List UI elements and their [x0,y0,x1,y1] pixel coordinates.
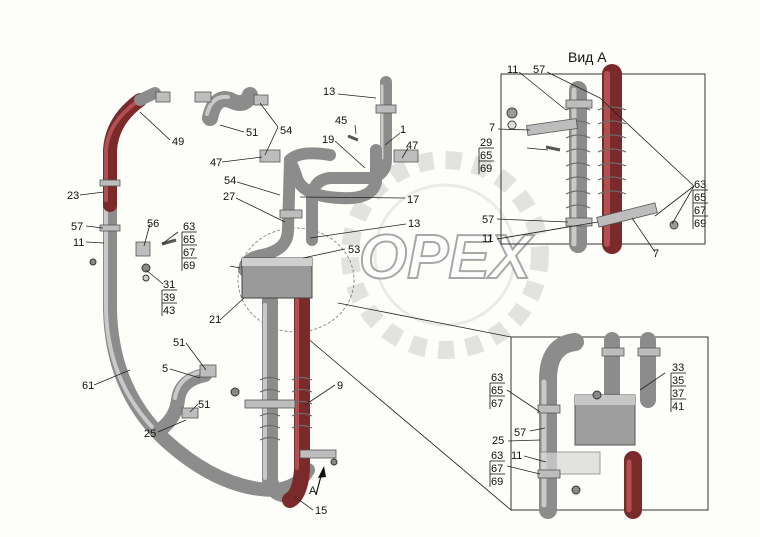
part-label: 27 [223,191,235,203]
stacked-part-label: 67 [694,205,706,217]
view-a-pipes [506,64,679,254]
part-label: 61 [82,380,94,392]
stacked-part-label: 69 [480,163,492,175]
part-label: 56 [147,218,159,230]
part-label: 23 [67,190,79,202]
part-label: 7 [653,248,659,260]
part-label: 54 [224,175,236,187]
view-a-title: Вид А [568,49,607,65]
part-label: 11 [73,237,84,249]
part-label: 47 [210,157,222,169]
part-label: 49 [172,136,184,148]
view-a-arrow [315,466,326,496]
part-label: 57 [482,214,494,226]
part-label: 25 [144,428,156,440]
watermark-text: OPEX [359,223,535,292]
part-label: 21 [209,314,221,326]
stacked-part-label: 35 [672,375,684,387]
stacked-part-label: 65 [694,192,706,204]
stacked-part-label: 39 [163,292,175,304]
part-label: 57 [71,221,83,233]
stacked-part-label: 65 [491,385,503,397]
part-label: 51 [246,127,258,139]
stacked-part-label: 37 [672,388,684,400]
view-a-part-labels: 11 57 7 57 11 7 [482,64,659,260]
detail-part-labels: 25 57 11 [492,427,526,462]
stacked-part-label: 41 [672,401,684,413]
part-label: 1 [400,124,406,136]
stacked-part-label: 63 [694,179,706,191]
part-label: 11 [507,64,518,76]
stacked-part-label: 33 [672,362,684,374]
part-label: 51 [198,399,210,411]
detail-callout-line-bottom [299,331,512,511]
part-label: 47 [406,140,418,152]
stacked-part-label: 29 [480,137,492,149]
part-label: 13 [408,218,420,230]
stacked-part-label: 69 [183,260,195,272]
part-label: 5 [162,363,168,375]
stacked-part-label: 65 [480,150,492,162]
part-label: 17 [407,194,419,206]
stacked-part-label: 67 [491,463,503,475]
stacked-part-label: 43 [163,305,175,317]
part-label: 25 [492,435,504,447]
stacked-part-label: 31 [163,279,175,291]
part-label: 57 [533,64,545,76]
stacked-part-label: 63 [491,450,503,462]
detail-callout-line-top [337,302,512,338]
part-label: 9 [337,380,343,392]
part-label: 11 [482,233,493,245]
main-part-labels: 13 45 1 19 47 47 49 51 54 54 17 27 13 53… [67,86,420,517]
stacked-part-label: 63 [491,372,503,384]
stacked-part-label: 69 [491,476,503,488]
part-label: 19 [322,134,334,146]
part-label: 11 [511,450,522,462]
part-label: 15 [315,505,327,517]
part-label: 51 [173,337,185,349]
part-label: 54 [280,125,292,137]
part-label: 57 [514,427,526,439]
view-a-arrow-label: A [309,485,317,497]
part-label: 45 [335,115,347,127]
detail-pipes [537,332,661,519]
watermark-gear [341,151,549,359]
leader-lines [79,71,695,511]
stacked-part-label: 63 [183,221,195,233]
stacked-part-label: 65 [183,234,195,246]
part-label: 13 [323,86,335,98]
stacked-part-label: 67 [491,398,503,410]
part-label: 53 [348,244,360,256]
main-pipes [89,76,419,508]
stacked-part-label: 69 [694,218,706,230]
part-label: 7 [489,122,495,134]
stacked-part-label: 67 [183,247,195,259]
